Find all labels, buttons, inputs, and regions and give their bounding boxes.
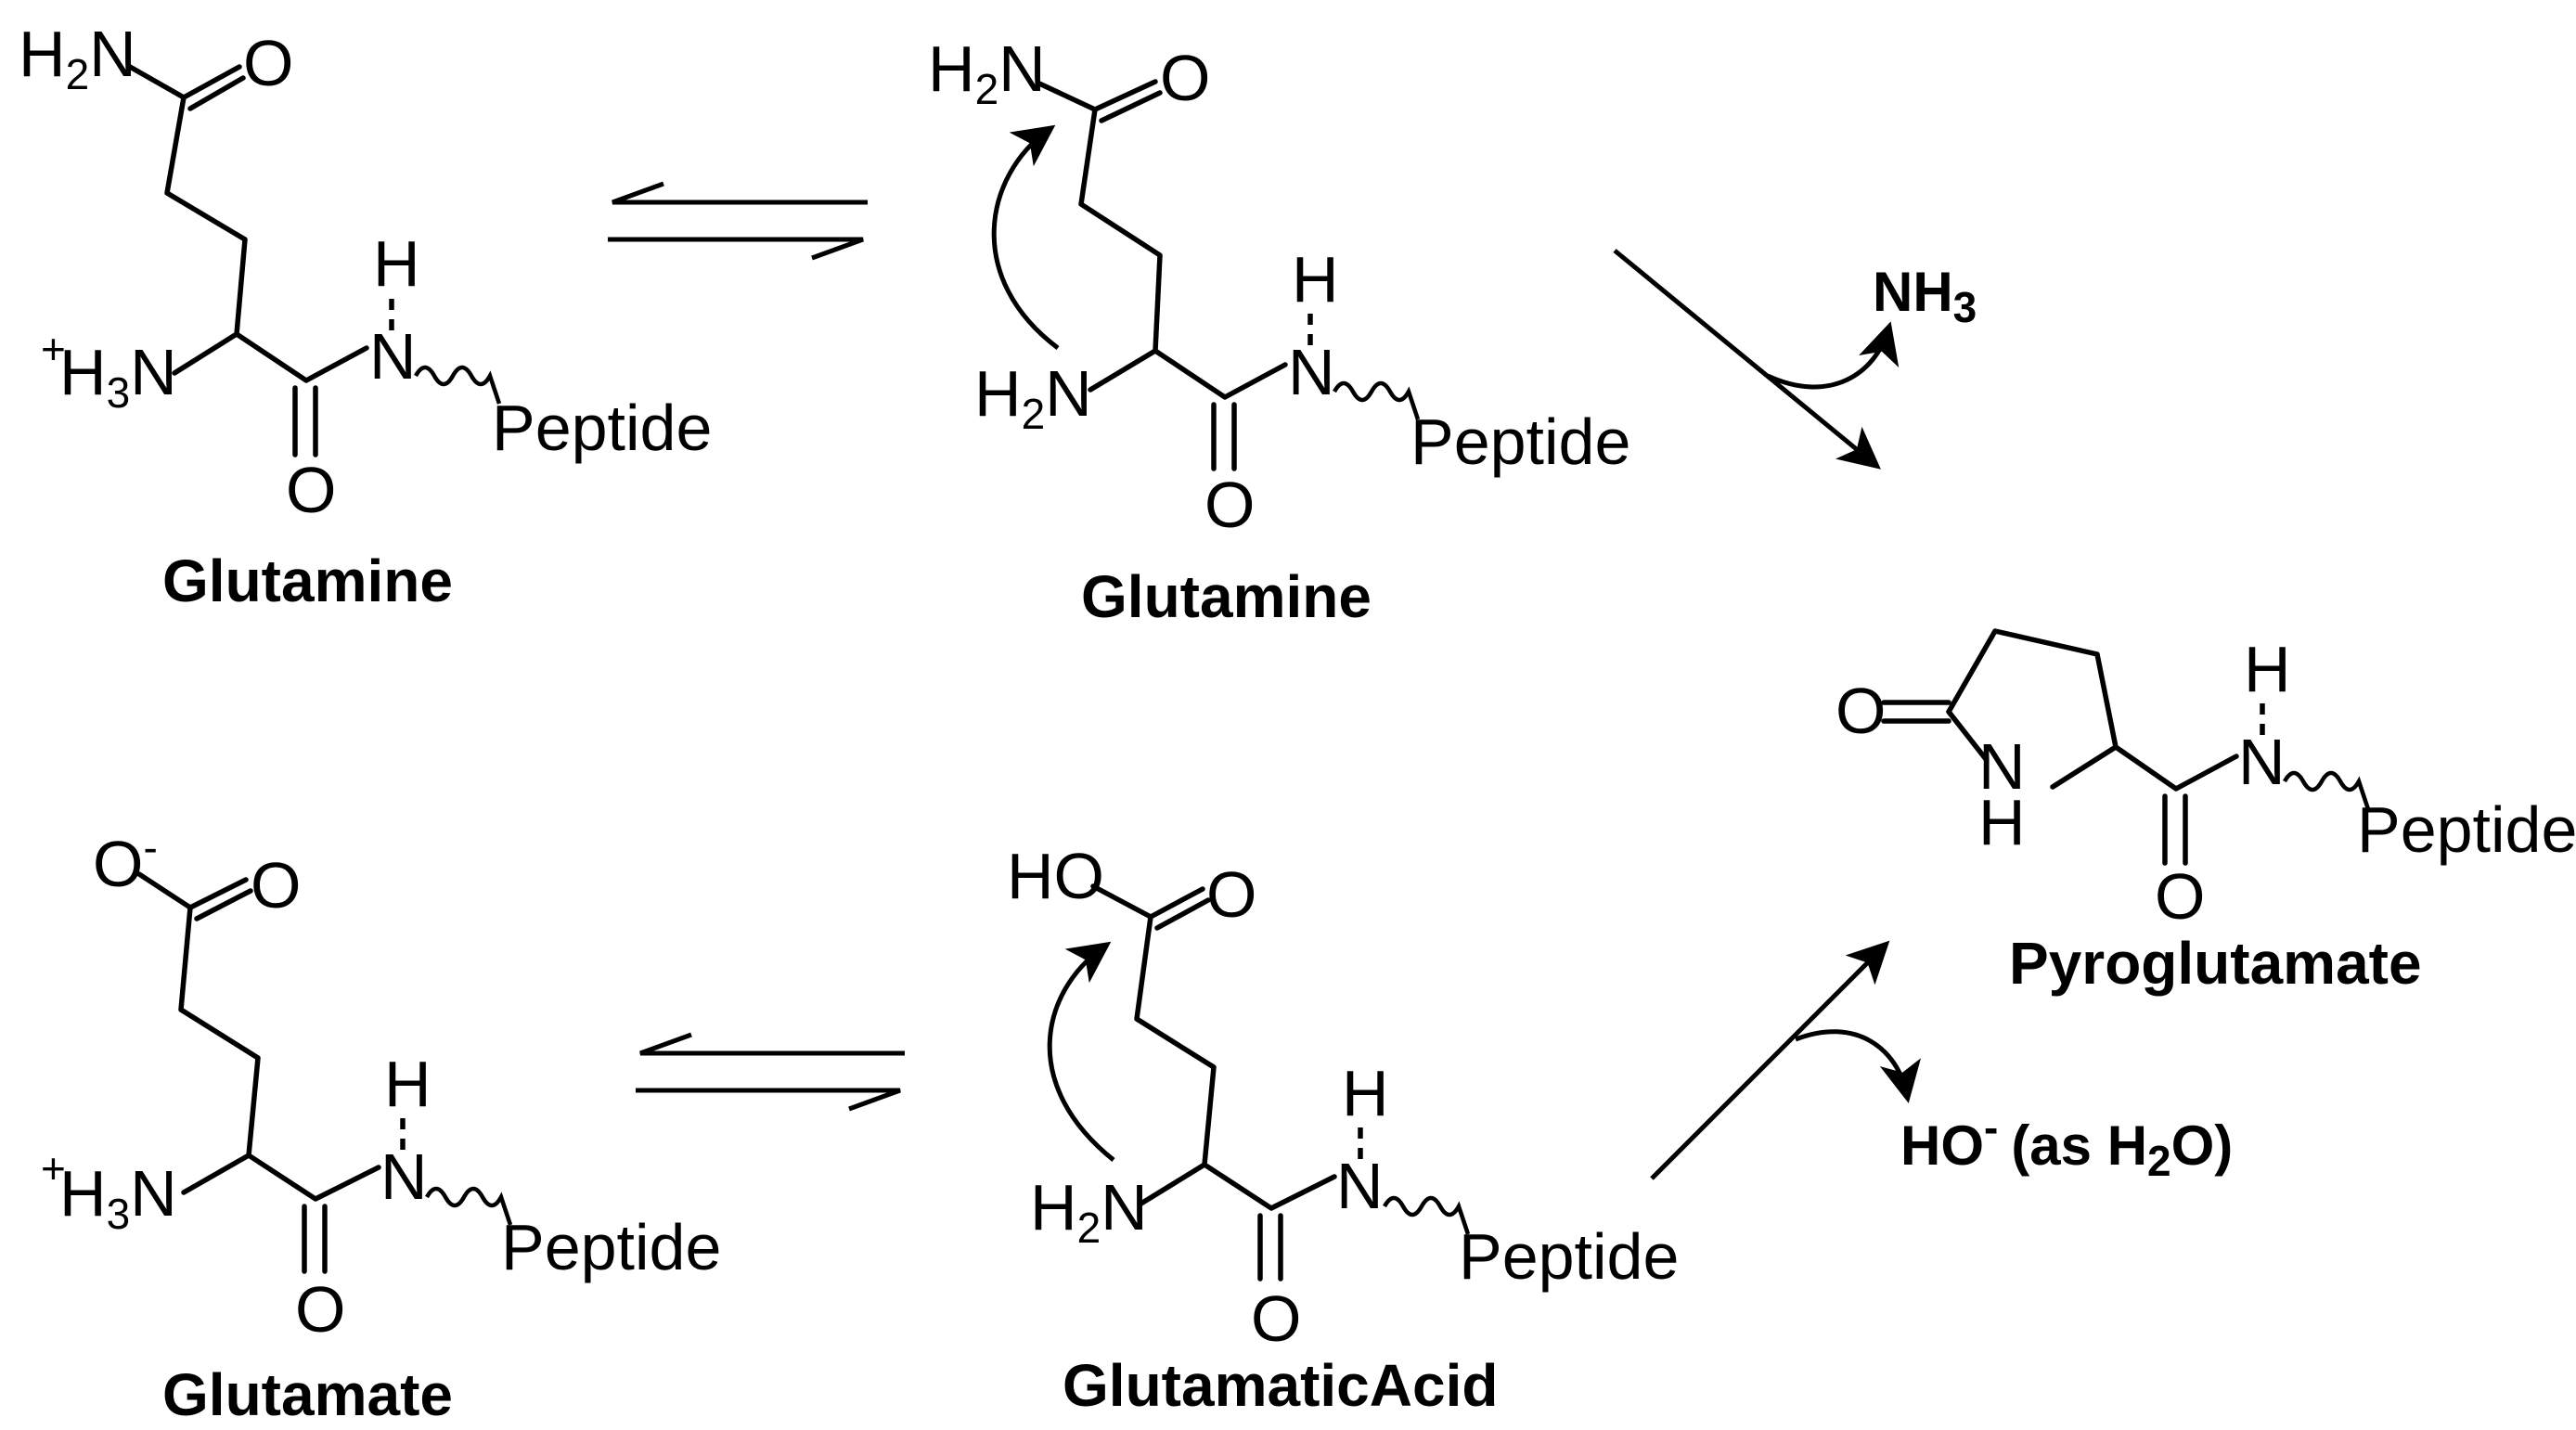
carbonyl-oxygen-label: O [286,454,336,526]
amide-h-label: H [1342,1057,1389,1129]
carboxylate-oxygen-label: O- [93,823,158,900]
glutamate-name: Glutamate [162,1361,453,1428]
glutamatic-acid-molecule: HO O H2N O N H Peptide GlutamaticAcid [1007,840,1679,1419]
amide-n-label: N [1336,1150,1384,1222]
amide-nh2-label: H2N [928,32,1046,113]
carbonyl-oxygen-label: O [295,1273,345,1346]
amide-n-label: N [369,320,417,393]
peptide-label: Peptide [2357,793,2576,866]
ammonium-label: H3N [59,336,177,417]
glutamate-molecule: O- O + H3N O N H Peptide Glutamate [41,823,721,1428]
pyroglutamate-name: Pyroglutamate [2009,930,2422,997]
peptide-label: Peptide [1459,1220,1679,1293]
glutamine-right-name: Glutamine [1081,563,1372,630]
hydroxyl-label: HO [1007,840,1104,912]
amide-h-label: H [1292,243,1339,316]
amide-nh2-label: H2N [19,18,136,98]
plus-charge-label: + [41,1144,66,1192]
carbonyl-oxygen-label: O [1251,1282,1301,1355]
ring-h-label: H [1978,786,2026,858]
amide-h-label: H [2244,633,2291,705]
amide-n-label: N [2238,726,2286,798]
peptide-label: Peptide [501,1211,721,1283]
reaction-arrow-icon: HO-(as H2O) [1650,940,2233,1185]
peptide-label: Peptide [1410,406,1630,478]
amine-nh2-label: H2N [1030,1171,1148,1252]
amide-n-label: N [380,1140,428,1213]
carbonyl-oxygen-label: O [251,849,301,921]
amine-nh2-label: H2N [974,357,1092,438]
amide-n-label: N [1288,336,1335,408]
carbonyl-oxygen-label: O [1206,858,1256,931]
glutamine-left-name: Glutamine [162,548,453,614]
ring-n-label: N [1978,730,2026,803]
ring-oxygen-label: O [1835,675,1886,747]
plus-charge-label: + [41,325,66,373]
amide-h-label: H [373,227,420,300]
ammonia-label: NH3 [1873,261,1977,331]
pyroglutamate-molecule: O N H O N H Peptide Pyroglutamate [1835,628,2576,997]
carbonyl-oxygen-label: O [2155,860,2205,933]
curved-electron-arrow-icon [1047,941,1115,1162]
glutamatic-acid-name: GlutamaticAcid [1063,1352,1498,1419]
glutamine-left-molecule: H2N O + H3N O N H Peptide Glutamine [19,18,712,614]
equilibrium-arrow-icon [636,1032,905,1112]
water-label: HO-(as H2O) [1900,1103,2233,1185]
amide-oxygen-label: O [1160,42,1210,114]
peptide-label: Peptide [492,392,712,464]
reaction-arrow-icon: NH3 [1613,249,1977,470]
amide-oxygen-label: O [243,27,293,99]
equilibrium-arrow-icon [608,181,868,261]
ammonium-label: H3N [59,1157,177,1238]
amide-h-label: H [384,1048,431,1120]
curved-electron-arrow-icon [991,124,1060,350]
carbonyl-oxygen-label: O [1204,469,1255,541]
glutamine-right-molecule: H2N O H2N O N H Peptide Glutamine [928,32,1630,630]
